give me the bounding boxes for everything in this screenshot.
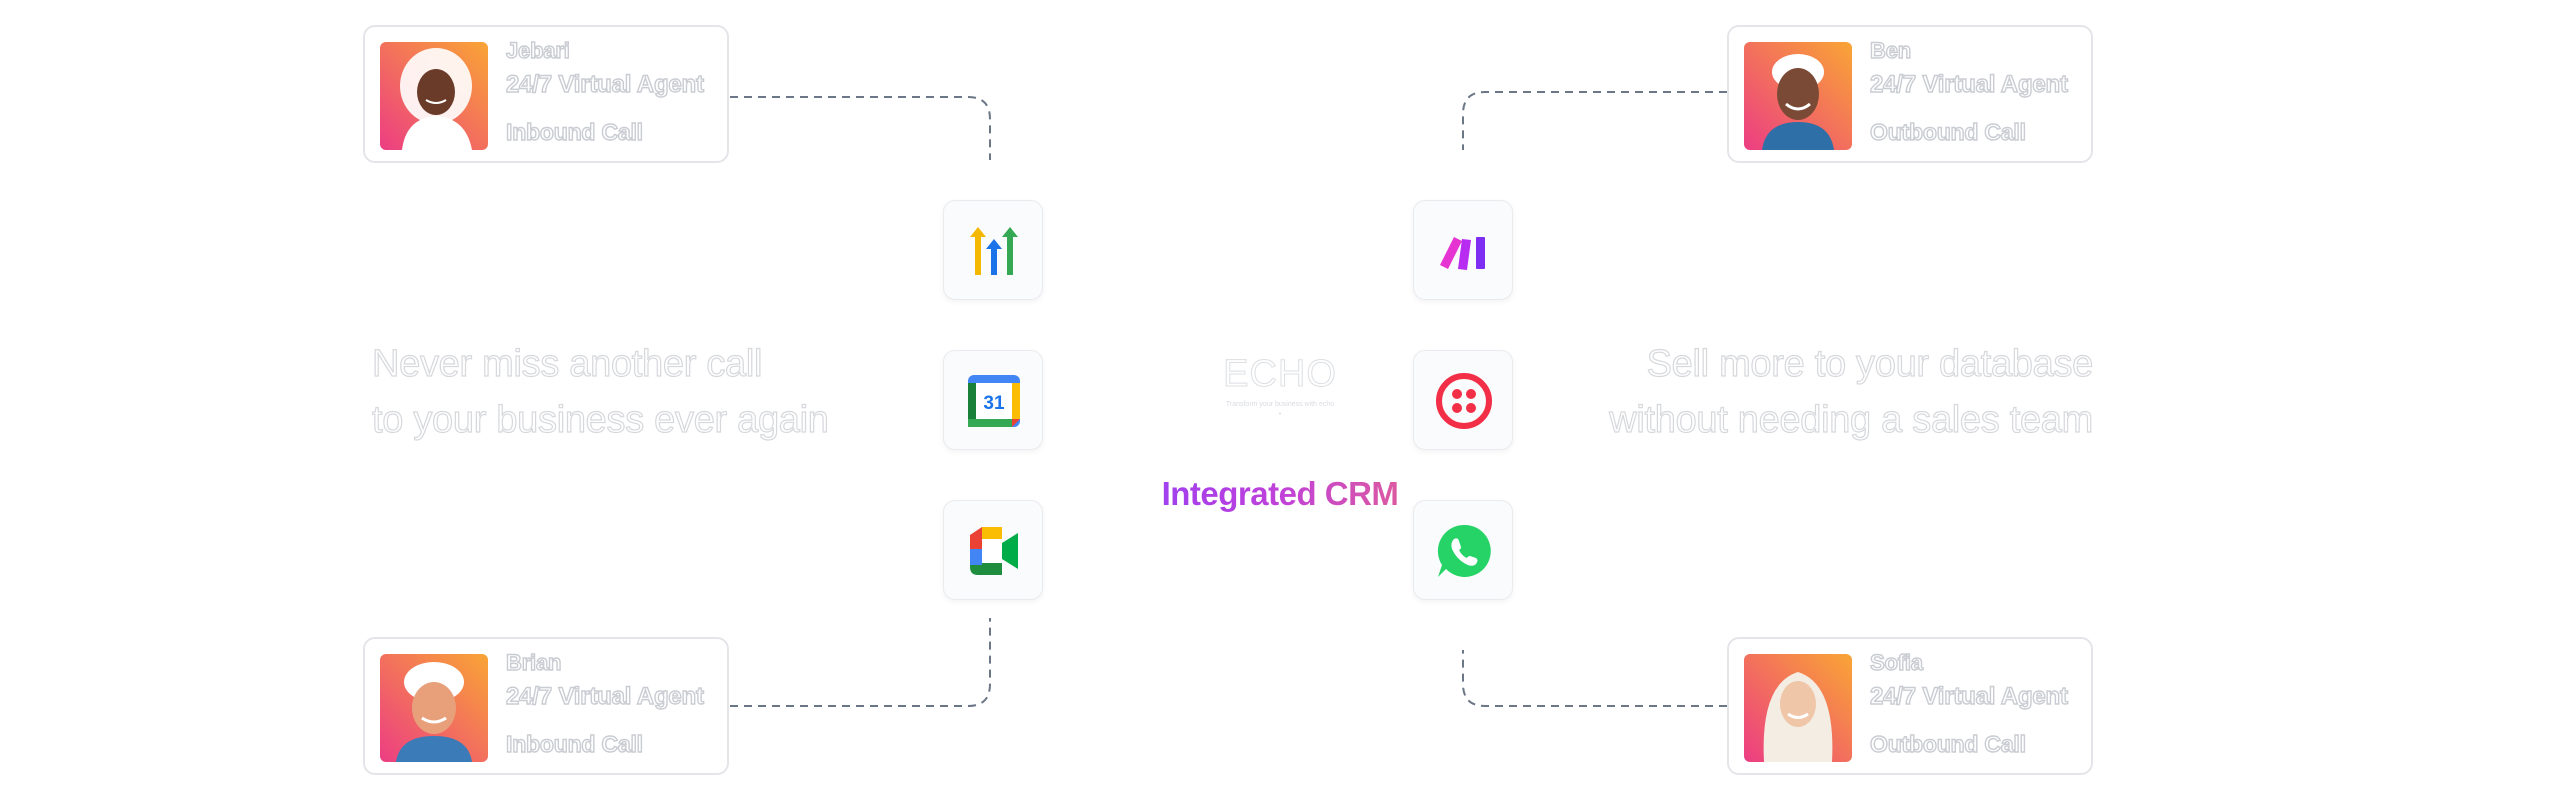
connector-sofia — [1462, 650, 1727, 707]
tagline-right: Sell more to your database without needi… — [1609, 336, 2094, 448]
brand-dot: • — [1278, 411, 1282, 418]
agent-call-type: Inbound Call — [505, 118, 643, 145]
integration-tile-google-calendar[interactable]: 31 — [943, 350, 1043, 450]
agent-name: Jebari — [505, 37, 570, 63]
make-icon — [1440, 237, 1485, 270]
tagline-right-line-1: Sell more to your database — [1646, 342, 2094, 385]
google-calendar-icon: 31 — [968, 375, 1020, 427]
twilio-icon — [1436, 373, 1492, 429]
tagline-left-line-1: Never miss another call — [371, 342, 763, 385]
google-meet-icon — [970, 527, 1018, 575]
avatar — [1744, 654, 1852, 762]
agent-call-type: Outbound Call — [1869, 730, 2026, 757]
brand-name: ECHO — [1223, 353, 1337, 396]
agent-name: Sofia — [1869, 649, 1923, 675]
integrated-crm-label: Integrated CRM — [1080, 474, 1480, 514]
agent-name: Brian — [505, 649, 562, 675]
agent-name: Ben — [1869, 37, 1912, 63]
agent-card-ben[interactable]: Ben 24/7 Virtual Agent Outbound Call — [1727, 25, 2093, 163]
agent-role: 24/7 Virtual Agent — [505, 70, 704, 98]
agent-role: 24/7 Virtual Agent — [505, 682, 704, 710]
brand-logo: ECHO Transform your business with echo • — [1180, 352, 1380, 420]
agent-portrait-ben — [1744, 42, 1852, 150]
tagline-right-line-2: without needing a sales team — [1609, 398, 2094, 441]
svg-text:31: 31 — [983, 393, 1005, 414]
integration-tile-gohighlevel[interactable] — [943, 200, 1043, 300]
agent-role: 24/7 Virtual Agent — [1869, 70, 2068, 98]
connector-ben — [1462, 91, 1727, 150]
integration-tile-twilio[interactable] — [1413, 350, 1513, 450]
agent-role: 24/7 Virtual Agent — [1869, 682, 2068, 710]
tagline-left: Never miss another call to your business… — [371, 336, 829, 448]
integration-tile-whatsapp[interactable] — [1413, 500, 1513, 600]
agent-portrait-jebari — [380, 42, 488, 150]
avatar — [1744, 42, 1852, 150]
avatar — [380, 654, 488, 762]
connector-jebari — [730, 96, 991, 160]
agent-card-jebari[interactable]: Jebari 24/7 Virtual Agent Inbound Call — [363, 25, 729, 163]
agent-portrait-brian — [380, 654, 488, 762]
whatsapp-icon — [1437, 524, 1491, 577]
integration-tile-make[interactable] — [1413, 200, 1513, 300]
agent-call-type: Outbound Call — [1869, 118, 2026, 145]
connector-brian — [730, 618, 991, 707]
tagline-left-line-2: to your business ever again — [371, 398, 829, 441]
agent-card-brian[interactable]: Brian 24/7 Virtual Agent Inbound Call — [363, 637, 729, 775]
agent-call-type: Inbound Call — [505, 730, 643, 757]
integration-tile-google-meet[interactable] — [943, 500, 1043, 600]
agent-portrait-sofia — [1744, 654, 1852, 762]
avatar — [380, 42, 488, 150]
brand-tagline: Transform your business with echo — [1225, 401, 1335, 408]
agent-card-sofia[interactable]: Sofia 24/7 Virtual Agent Outbound Call — [1727, 637, 2093, 775]
gohighlevel-icon — [970, 227, 1018, 275]
